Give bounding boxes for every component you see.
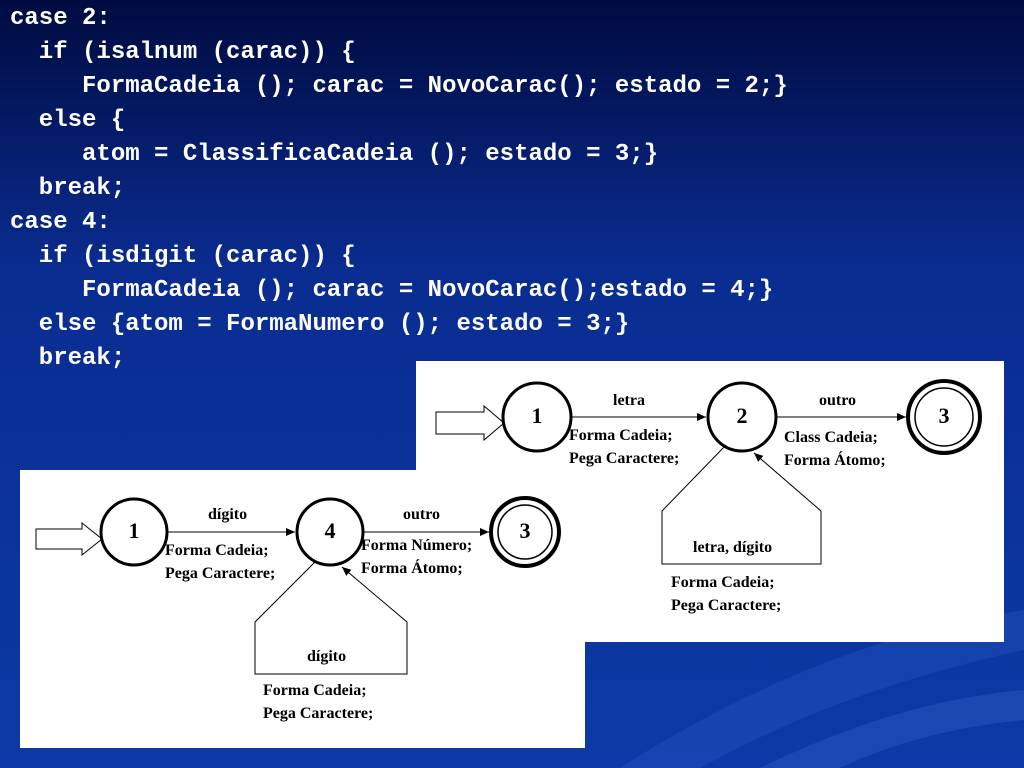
state-3-inner-circle — [914, 387, 974, 447]
automaton-diagram-number: 1 4 3 dígito outro dígito Forma Cadeia; … — [20, 470, 585, 748]
action-line: Forma Átomo; — [361, 560, 463, 577]
edge-label-outro: outro — [403, 506, 441, 523]
start-arrow — [435, 404, 505, 442]
edge-label-loop: letra, dígito — [693, 539, 773, 556]
edge-label-outro: outro — [819, 392, 857, 409]
action-loop: Forma Cadeia; Pega Caractere; — [263, 679, 373, 725]
diagram-graphics — [435, 379, 982, 565]
action-line: Forma Átomo; — [784, 452, 886, 469]
code-line: case 2: — [10, 5, 111, 32]
diagram-graphics — [35, 496, 561, 675]
loop-transition-4 — [254, 560, 408, 675]
state-3-circle — [906, 379, 982, 455]
action-1-2: Forma Cadeia; Pega Caractere; — [569, 424, 679, 470]
action-line: Forma Cadeia; — [263, 682, 367, 699]
edge-label-loop: dígito — [307, 648, 347, 665]
code-line: else {atom = FormaNumero (); estado = 3;… — [10, 311, 630, 338]
code-block: case 2: if (isalnum (carac)) { FormaCade… — [10, 2, 788, 376]
action-line: Forma Cadeia; — [165, 542, 269, 559]
action-line: Forma Cadeia; — [671, 574, 775, 591]
start-arrow — [35, 521, 103, 557]
action-line: Pega Caractere; — [263, 705, 374, 722]
edge-label-letra: letra — [613, 392, 645, 409]
state-4-label: 4 — [324, 518, 336, 543]
action-4-3: Forma Número; Forma Átomo; — [361, 534, 472, 580]
code-line: if (isalnum (carac)) { — [10, 39, 356, 66]
code-line: break; — [10, 345, 126, 372]
code-line: else { — [10, 107, 126, 134]
loop-transition-2 — [661, 444, 822, 565]
code-line: break; — [10, 175, 126, 202]
code-line: if (isdigit (carac)) { — [10, 243, 356, 270]
state-1-label: 1 — [128, 518, 140, 543]
state-3-label: 3 — [938, 403, 950, 428]
action-line: Pega Caractere; — [569, 450, 680, 467]
state-2-label: 2 — [736, 403, 748, 428]
action-1-4: Forma Cadeia; Pega Caractere; — [165, 539, 275, 585]
action-loop: Forma Cadeia; Pega Caractere; — [671, 571, 781, 617]
action-line: Class Cadeia; — [784, 429, 878, 446]
code-line: FormaCadeia (); carac = NovoCarac();esta… — [10, 277, 774, 304]
action-line: Forma Cadeia; — [569, 427, 673, 444]
state-3-label: 3 — [519, 518, 531, 543]
action-line: Forma Número; — [361, 537, 473, 554]
state-3-circle — [489, 496, 561, 568]
state-3-inner-circle — [497, 504, 553, 560]
edge-label-digito: dígito — [208, 506, 248, 523]
action-line: Pega Caractere; — [671, 597, 782, 614]
action-line: Pega Caractere; — [165, 565, 276, 582]
code-line: FormaCadeia (); carac = NovoCarac(); est… — [10, 73, 788, 100]
code-line: atom = ClassificaCadeia (); estado = 3;} — [10, 141, 659, 168]
state-1-label: 1 — [531, 403, 543, 428]
code-line: case 4: — [10, 209, 111, 236]
action-2-3: Class Cadeia; Forma Átomo; — [784, 426, 886, 472]
